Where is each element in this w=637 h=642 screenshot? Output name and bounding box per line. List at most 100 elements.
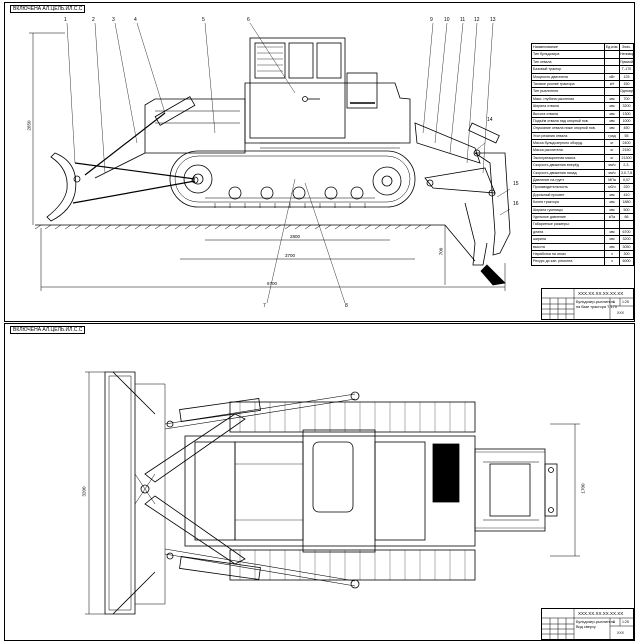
spec-unit xyxy=(605,51,620,58)
spec-unit: мм xyxy=(605,125,620,132)
spec-param-name: Масса бульдозерного оборуд. xyxy=(532,140,605,147)
spec-param-name: Дорожный просвет xyxy=(532,191,605,199)
spec-unit: мм xyxy=(605,110,620,117)
spec-value: 300 xyxy=(623,251,630,256)
spec-param-name: Ширина гусеницы xyxy=(532,206,605,213)
callout-label: 3 xyxy=(112,17,115,23)
spec-unit xyxy=(605,66,620,73)
spec-unit: ч xyxy=(605,250,620,258)
spec-value: 66 xyxy=(624,214,629,219)
spec-value: 3200 xyxy=(622,237,631,242)
spec-param-name: Удельное давление xyxy=(532,213,605,221)
spec-param-name: Тип рыхлителя xyxy=(532,88,605,95)
spec-unit: мм xyxy=(605,228,620,236)
spec-unit: мм xyxy=(605,191,620,199)
spec-param-name: Давление на грунт xyxy=(532,177,605,184)
spec-unit: кВт xyxy=(605,73,620,80)
spec-unit: кПа xyxy=(605,213,620,221)
callout-label: 1 xyxy=(64,17,67,23)
callout-label: 7 xyxy=(263,303,266,309)
track-assembly xyxy=(169,150,416,208)
spec-param-name: Угол резания отвала xyxy=(532,132,605,140)
spec-unit: град xyxy=(605,132,620,140)
spec-param-name: Высота отвала xyxy=(532,110,605,117)
callout-label: 10 xyxy=(444,17,450,23)
spec-param-name: Скорость движения вперёд xyxy=(532,162,605,169)
spec-value: 55 xyxy=(624,133,629,138)
spec-param-name: Тяговое усилие трактора xyxy=(532,80,605,88)
callout-label: 13 xyxy=(490,17,496,23)
dimension-track-base: 2800 xyxy=(290,234,301,239)
spec-unit: мм xyxy=(605,117,620,125)
spec-value: 6000 xyxy=(622,259,631,264)
spec-param-name: Производительность xyxy=(532,184,605,191)
spec-param-name: Масса рыхлителя xyxy=(532,147,605,154)
spec-value: 21300 xyxy=(621,155,632,160)
spec-unit: мм xyxy=(605,206,620,213)
tractor-body-top xyxy=(184,429,476,553)
spec-value: Неповорот. xyxy=(620,52,633,57)
spec-value: 500 xyxy=(623,207,630,212)
drawing-name: Бульдозер-рыхлитель xyxy=(576,300,615,304)
spec-unit: Ед.изм. xyxy=(605,44,620,51)
dimension-blade-width: 3200 xyxy=(81,486,87,497)
ripper-unit-top xyxy=(474,448,558,532)
drawing-name: Бульдозер-рыхлитель xyxy=(576,620,615,624)
spec-unit: км/ч xyxy=(605,162,620,169)
callout-label: 4 xyxy=(134,17,137,23)
spec-value: Однозуб. xyxy=(620,89,633,94)
spec-param-name: Макс. глубина рыхления xyxy=(532,95,605,103)
spec-param-name: Скорость движения назад xyxy=(532,169,605,176)
callout-label: 6 xyxy=(247,17,250,23)
push-arms xyxy=(134,391,360,589)
spec-unit: кг xyxy=(605,140,620,147)
sheet-number: 1 xyxy=(613,300,615,304)
ripper-unit xyxy=(414,122,511,286)
spec-param-name: Опускание отвала ниже опорной пов. xyxy=(532,125,605,132)
dimension-lines-top xyxy=(85,371,580,615)
dozer-blade xyxy=(46,96,199,222)
dimension-lines xyxy=(29,32,506,291)
spec-param-name: ширина xyxy=(532,236,605,243)
drawing-code: ХХХ.ХХ.ХХ.ХХ.ХХ.ХХ xyxy=(578,611,624,616)
spec-param-name: Подъём отвала над опорной пов. xyxy=(532,117,605,125)
callout-label: 5 xyxy=(202,17,205,23)
spec-value: 150 xyxy=(623,81,630,86)
spec-param-name: Эксплуатационная масса xyxy=(532,154,605,162)
spec-value: 1300 xyxy=(622,111,631,116)
spec-unit: мм xyxy=(605,236,620,243)
spec-unit xyxy=(605,88,620,95)
callout-label: 8 xyxy=(345,303,348,309)
spec-value: Знач. xyxy=(622,45,631,49)
tractor-body xyxy=(144,37,411,154)
callout-leaders xyxy=(66,22,511,304)
spec-value: 220 xyxy=(623,185,630,190)
top-view-drawing xyxy=(85,371,580,615)
spec-param-name: Тип бульдозера xyxy=(532,51,605,58)
top-drawing-sheet: ВКЛЮЧЕНА АЛ.ЦЕЛЬ.ИЛ.С.С xyxy=(4,2,635,322)
spec-param-name: Базовый трактор xyxy=(532,66,605,73)
spec-table-row: Габаритные размеры: xyxy=(532,221,633,229)
spec-unit xyxy=(605,58,620,66)
bottom-drawing-sheet: ВКЛЮЧЕНА АЛ.ЦЕЛЬ.ИЛ.С.С xyxy=(4,323,635,641)
spec-unit: км/ч xyxy=(605,169,620,176)
callout-label: 15 xyxy=(513,181,519,187)
dimension-height: 2650 xyxy=(26,120,32,131)
spec-param-name: Ширина отвала xyxy=(532,103,605,110)
spec-value: Прямой xyxy=(620,59,633,64)
spec-value xyxy=(620,221,633,227)
